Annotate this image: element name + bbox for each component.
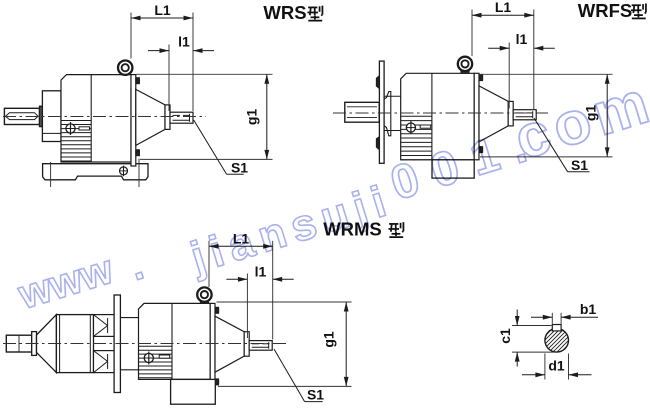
svg-text:c1: c1 [497,328,513,344]
svg-text:g1: g1 [583,105,599,122]
svg-text:d1: d1 [548,358,565,374]
svg-text:S1: S1 [231,159,248,175]
svg-text:b1: b1 [580,301,597,317]
svg-text:l1: l1 [178,34,190,50]
svg-text:L1: L1 [154,2,171,18]
svg-text:WRS: WRS [263,2,306,23]
svg-text:WRMS: WRMS [323,219,382,240]
svg-text:l1: l1 [516,31,528,47]
svg-text:L1: L1 [495,0,512,15]
svg-text:S1: S1 [307,387,324,403]
svg-text:WRFS: WRFS [578,0,632,21]
svg-text:l1: l1 [255,263,267,279]
svg-text:S1: S1 [571,157,588,173]
svg-text:g1: g1 [321,331,337,348]
svg-text:L1: L1 [233,230,250,246]
svg-text:g1: g1 [244,109,260,126]
